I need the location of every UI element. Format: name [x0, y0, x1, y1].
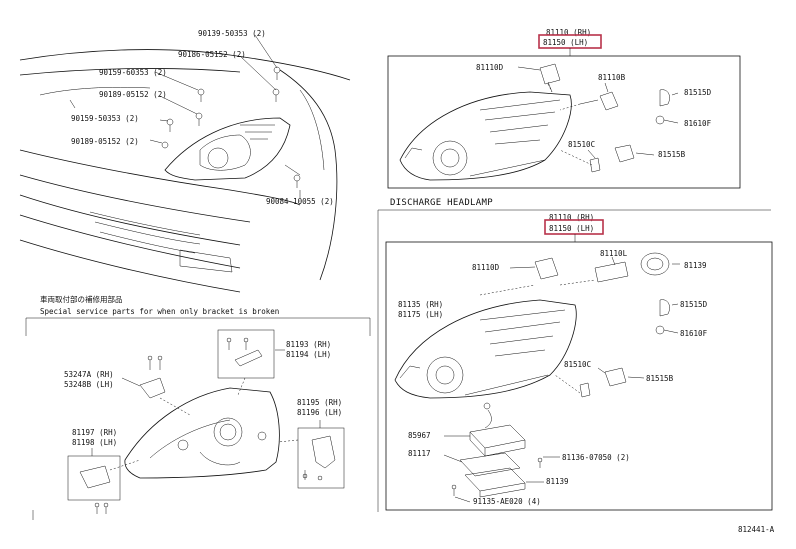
part-label: 90159-60353 (2) [99, 68, 167, 77]
part-label: 81139 [684, 261, 707, 270]
headlamp-assembly-discharge: DISCHARGE HEADLAMP 81110 (RH) 81150 (LH) [377, 198, 773, 512]
assembly-frame [387, 55, 741, 189]
part-label: 81196 (LH) [297, 408, 342, 417]
headlamp-assembly-standard: 81110 (RH) 81150 (LH) [387, 28, 741, 189]
header-rh-label: 81110 (RH) [546, 28, 591, 37]
discharge-title: DISCHARGE HEADLAMP [390, 198, 493, 208]
part-label: 81194 (LH) [286, 350, 331, 359]
diagram-id: 812441-A [738, 525, 775, 534]
part-label: 81610F [680, 329, 708, 338]
part-label: 81193 (RH) [286, 340, 331, 349]
part-label: 90189-05152 (2) [71, 137, 139, 146]
part-label: 90159-50353 (2) [71, 114, 139, 123]
part-label: 81510C [564, 360, 591, 369]
part-label: 81110D [472, 263, 500, 272]
part-label: 81515B [646, 374, 674, 383]
part-label: 81117 [408, 449, 431, 458]
service-parts-section: 車両取付部の補修用部品 Special service parts for wh… [25, 294, 371, 520]
part-label: 81515D [680, 300, 708, 309]
part-label: 81610F [684, 119, 712, 128]
header-lh-label: 81150 (LH) [543, 38, 588, 47]
jp-note: 車両取付部の補修用部品 [40, 294, 123, 304]
part-label: 81139 [546, 477, 569, 486]
part-label: 81510C [568, 140, 595, 149]
part-label: 53247A (RH) [64, 370, 114, 379]
part-label: 90189-05152 (2) [99, 90, 167, 99]
part-label: 81110L [600, 249, 628, 258]
part-label: 81515B [658, 150, 686, 159]
part-label: 53248B (LH) [64, 380, 114, 389]
part-label: 85967 [408, 431, 431, 440]
part-label: 81135 (RH) [398, 300, 443, 309]
en-note: Special service parts for when only brac… [40, 307, 279, 316]
header-rh-label: 81110 (RH) [549, 213, 594, 222]
part-label: 81515D [684, 88, 712, 97]
header-lh-label: 81150 (LH) [549, 224, 594, 233]
vehicle-front-illustration: 90139-50353 (2) 90186-05152 (2) 90159-60… [19, 29, 351, 293]
part-label: 81136-07050 (2) [562, 453, 630, 462]
part-label: 81197 (RH) [72, 428, 117, 437]
part-label: 90084-10055 (2) [266, 197, 334, 206]
part-label: 81198 (LH) [72, 438, 117, 447]
part-label: 81110B [598, 73, 626, 82]
highlight-box [544, 219, 604, 235]
part-label: 90186-05152 (2) [178, 50, 246, 59]
part-label: 90139-50353 (2) [198, 29, 266, 38]
part-label: 81175 (LH) [398, 310, 443, 319]
assembly-frame [385, 241, 773, 511]
part-label: 91135-AE020 (4) [473, 497, 541, 506]
part-label: 81110D [476, 63, 504, 72]
part-label: 81195 (RH) [297, 398, 342, 407]
